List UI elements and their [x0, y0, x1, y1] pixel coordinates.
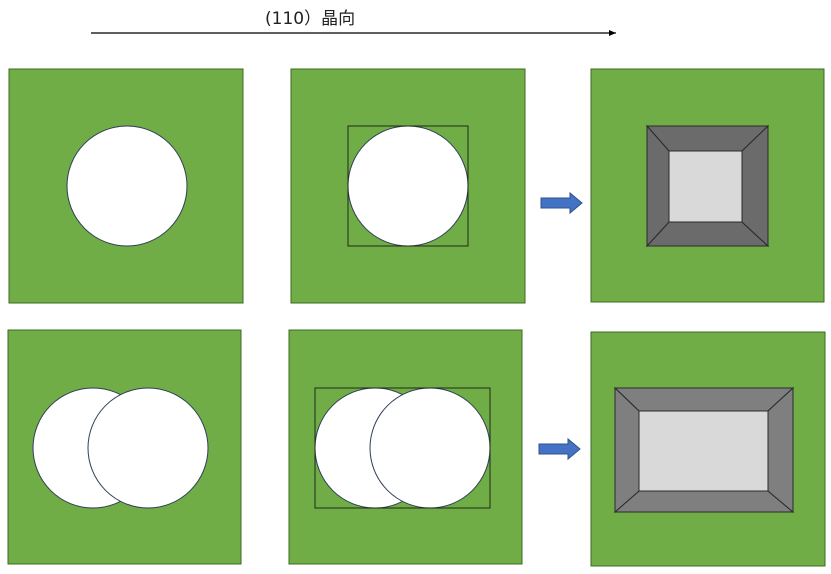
- pit-bottom-face: [638, 410, 769, 492]
- bounding-box-outline: [347, 125, 469, 247]
- row-single-circle: [8, 68, 825, 304]
- panel-circle-bounding-box: [290, 68, 526, 304]
- circular-opening: [347, 125, 469, 247]
- panel-rectangular-etch-pit: [590, 331, 826, 567]
- bounding-box-outline: [314, 387, 491, 509]
- panel-double-circle-bounding-box: [288, 329, 523, 565]
- row-double-circle: [7, 329, 826, 567]
- process-arrow-icon: [540, 191, 583, 215]
- process-arrow-icon: [538, 437, 581, 461]
- panel-circle-opening: [8, 68, 244, 304]
- circular-opening-right: [87, 387, 209, 509]
- circular-opening-right: [369, 387, 491, 509]
- pit-bottom-face: [668, 150, 743, 223]
- orientation-label: (110）晶向: [265, 9, 355, 29]
- pit-wall-bottom: [613, 490, 795, 513]
- pit-wall-top: [613, 387, 795, 412]
- panel-double-circle-opening: [7, 329, 242, 565]
- panel-square-etch-pit: [590, 68, 825, 303]
- circular-opening: [66, 125, 188, 247]
